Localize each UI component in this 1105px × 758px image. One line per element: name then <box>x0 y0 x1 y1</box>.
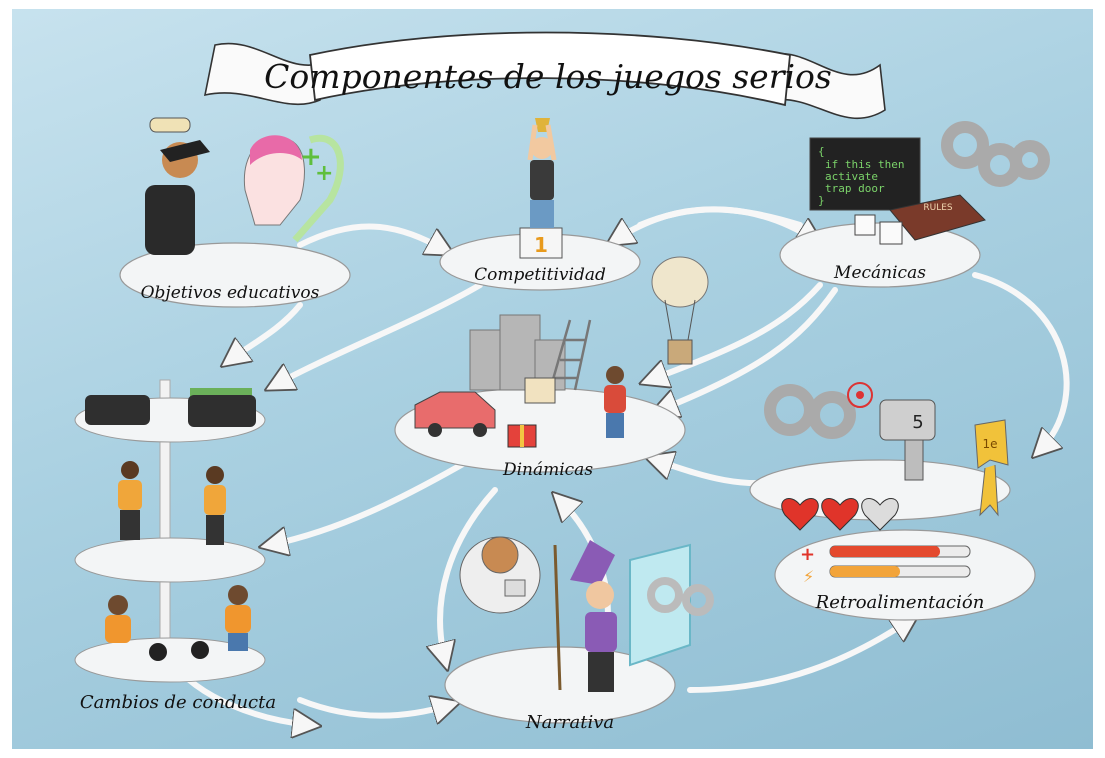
gears-icon <box>941 121 1050 187</box>
target-icon <box>847 382 873 408</box>
arrow-narrativa-retro <box>687 620 910 693</box>
diagram-title: Componentes de los juegos serios <box>264 57 832 96</box>
person-figure <box>204 466 226 545</box>
board-line: if this then <box>825 158 904 171</box>
label-objetivos: Objetivos educativos <box>141 283 320 303</box>
graduate-figure <box>145 117 210 255</box>
arrow-competitividad-cambios <box>275 282 483 385</box>
award-ribbon-icon: 1e <box>974 419 1009 517</box>
dice-icon <box>854 214 903 245</box>
chalkboard: { if this then activate trap door } <box>809 137 921 211</box>
box <box>524 377 556 404</box>
gift-icon <box>507 424 537 448</box>
ball-and-chain <box>149 643 167 661</box>
label-competitividad: Competitividad <box>474 265 606 285</box>
node-dinamicas: Dinámicas <box>394 256 709 480</box>
label-cambios: Cambios de conducta <box>80 692 276 713</box>
heart-icon <box>821 497 859 531</box>
rules-book: RULES <box>889 194 986 241</box>
wallet-money-icon <box>188 388 256 427</box>
ball-and-chain <box>191 641 209 659</box>
plus-icon: + <box>800 544 815 565</box>
label-mecanicas: Mecánicas <box>833 263 926 283</box>
counter-machine: 5 <box>879 399 936 481</box>
energy-bar: ⚡ <box>803 565 971 586</box>
arrow-mecanicas-dinamicas-2 <box>660 287 838 410</box>
arrow-dinamicas-narrativa <box>440 487 498 660</box>
arrow-mecanicas-dinamicas-1 <box>650 282 823 380</box>
board-line: } <box>818 194 825 207</box>
gears-icon <box>764 384 856 439</box>
astronaut-figure <box>459 536 541 614</box>
podium-figure: 1 <box>519 118 563 259</box>
label-dinamicas: Dinámicas <box>502 460 593 480</box>
title-banner: Componentes de los juegos serios <box>203 31 886 120</box>
book-title: RULES <box>923 203 953 213</box>
person-figure <box>604 366 626 438</box>
label-retroalimentacion: Retroalimentación <box>815 592 985 613</box>
person-figure <box>105 595 131 643</box>
plus-icon: + <box>315 161 333 186</box>
board-line: activate <box>825 170 878 183</box>
person-figure <box>118 461 142 540</box>
node-narrativa: Narrativa <box>444 536 714 733</box>
person-figure <box>225 585 251 651</box>
arrow-competitividad-mecanicas <box>637 206 815 240</box>
node-cambios: Cambios de conducta <box>74 379 276 713</box>
wallet-empty-icon <box>85 395 150 425</box>
balloon-figure <box>651 256 709 365</box>
node-objetivos: + + Objetivos educativos <box>119 117 351 308</box>
node-mecanicas: { if this then activate trap door } RULE… <box>779 121 1050 288</box>
board-line: { <box>818 145 825 158</box>
counter-value: 5 <box>912 412 923 433</box>
wizard-figure <box>553 540 617 692</box>
podium-number: 1 <box>534 233 548 257</box>
lightning-icon: ⚡ <box>803 567 814 586</box>
label-narrativa: Narrativa <box>525 712 614 733</box>
health-bar: + <box>800 544 971 565</box>
heart-icon <box>781 497 819 531</box>
node-retroalimentacion: 5 1e + ⚡ <box>749 382 1036 621</box>
car-figure <box>414 391 496 437</box>
arrow-dinamicas-cambios <box>270 457 473 545</box>
node-competitividad: 1 Competitividad <box>439 118 641 291</box>
arrow-mecanicas-retro <box>972 272 1070 450</box>
plus-icon: + <box>300 142 322 172</box>
arrow-cambios-narrativa <box>297 700 450 716</box>
board-line: trap door <box>825 182 885 195</box>
head-bust-figure: + + <box>243 134 344 243</box>
arrow-objetivos-competitividad <box>297 223 445 250</box>
heart-icon <box>861 497 899 531</box>
ribbon-text: 1e <box>982 437 997 451</box>
gears-icon <box>647 577 714 616</box>
arrow-objetivos-cambios <box>230 302 303 360</box>
